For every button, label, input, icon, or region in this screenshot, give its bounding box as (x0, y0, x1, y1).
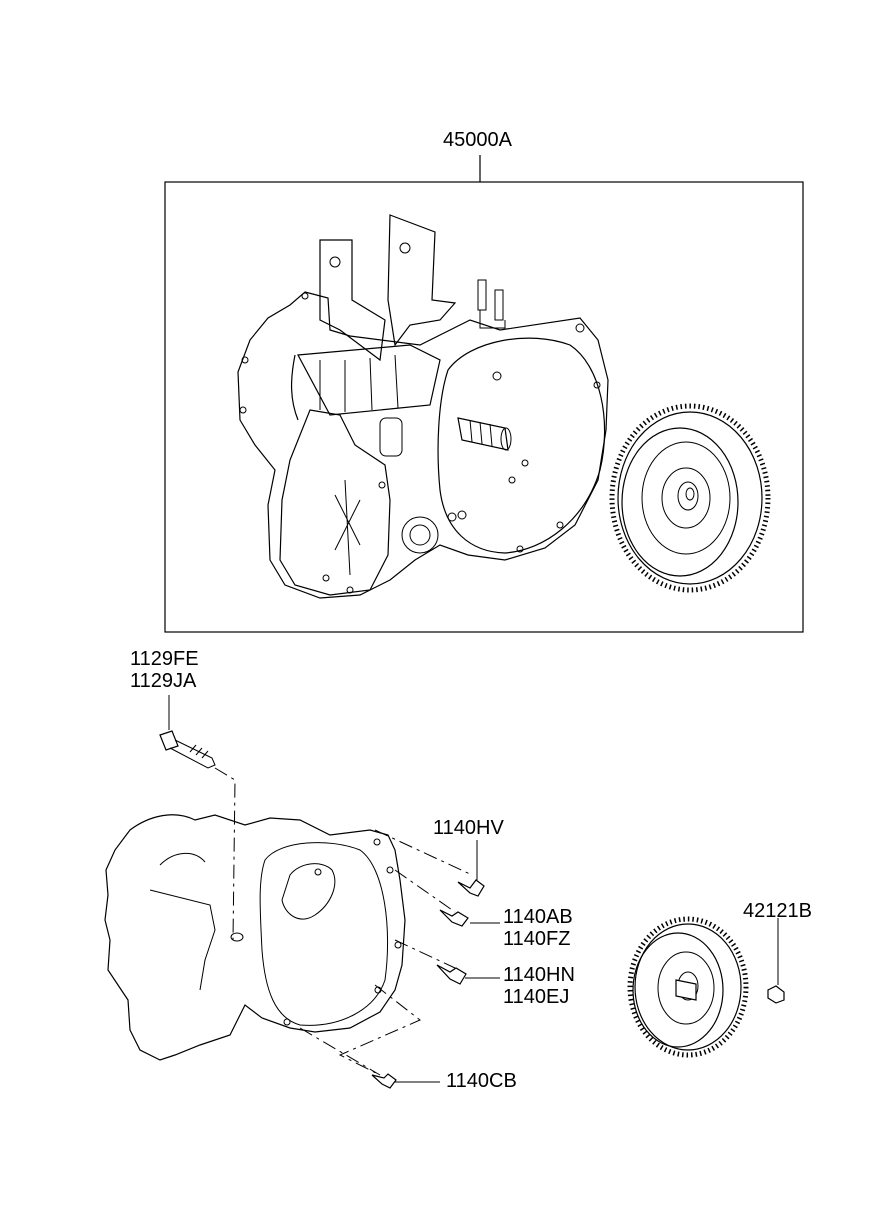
torque-converter-icon (627, 916, 785, 1058)
transaxle-outline-icon (104, 814, 406, 1061)
alignment-lines (214, 767, 473, 1076)
leader-lines (168, 695, 779, 1083)
callout-1140cb: 1140CB (446, 1070, 517, 1092)
bolt-icon (159, 730, 216, 769)
callout-42121b: 42121B (743, 900, 812, 922)
callout-1140fz: 1140FZ (503, 928, 571, 950)
transaxle-assembly-icon (237, 214, 609, 599)
callout-1129ja: 1129JA (130, 670, 197, 692)
callout-1140ej: 1140EJ (503, 986, 570, 1008)
small-bolts (371, 879, 485, 1089)
callout-45000a: 45000A (443, 129, 512, 151)
assembly-frame (164, 155, 804, 633)
callout-1140hv: 1140HV (433, 817, 504, 839)
callout-1140ab: 1140AB (503, 906, 573, 928)
torque-converter-icon (609, 403, 771, 593)
callout-1140hn: 1140HN (503, 964, 575, 986)
callout-1129fe: 1129FE (130, 648, 199, 670)
